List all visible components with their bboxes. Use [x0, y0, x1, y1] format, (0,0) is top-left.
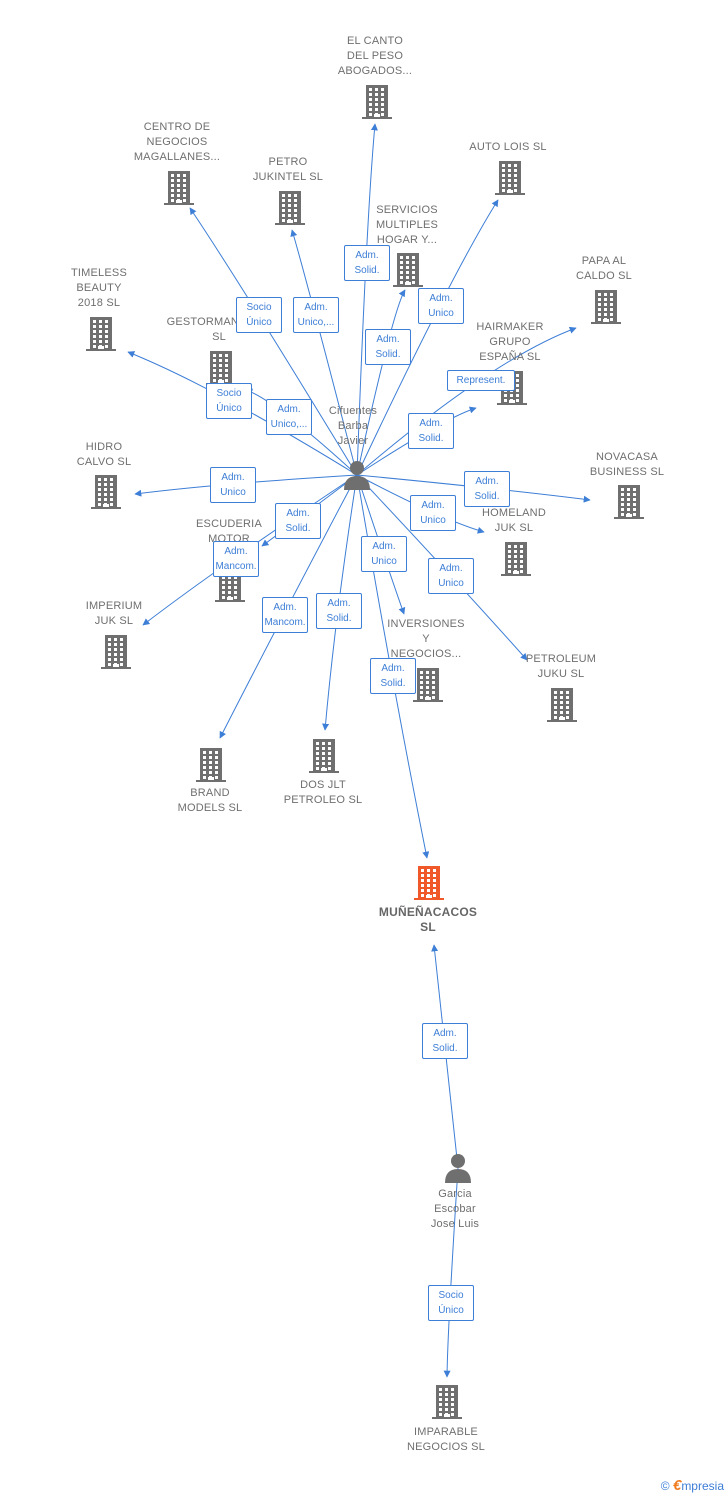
relation-badge[interactable]: Adm. Solid. [370, 658, 416, 694]
building-icon[interactable] [547, 688, 577, 727]
company-label[interactable]: IMPERIUM JUK SL [85, 600, 143, 627]
relation-badge[interactable]: Adm. Mancom. [262, 597, 308, 633]
building-icon[interactable] [591, 290, 621, 329]
building-icon[interactable] [432, 1385, 462, 1424]
building-icon[interactable] [196, 748, 226, 787]
relation-badge[interactable]: Socio Único [428, 1285, 474, 1321]
relation-badge[interactable]: Adm. Unico [410, 495, 456, 531]
company-label[interactable]: TIMELESS BEAUTY 2018 SL [70, 267, 127, 309]
person-label[interactable]: Cifuentes Barba Javier [328, 405, 378, 447]
person-icon[interactable] [443, 1153, 473, 1188]
copyright-symbol: © [660, 1479, 670, 1493]
person-label[interactable]: Garcia Escobar Jose Luis [430, 1188, 480, 1230]
relation-badge[interactable]: Represent. [447, 370, 515, 391]
company-label[interactable]: DOS JLT PETROLEO SL [283, 779, 363, 806]
company-label[interactable]: EL CANTO DEL PESO ABOGADOS... [337, 35, 413, 77]
relation-badge[interactable]: Adm. Unico [418, 288, 464, 324]
relation-badge[interactable]: Adm. Solid. [344, 245, 390, 281]
building-icon[interactable] [86, 317, 116, 356]
relation-badge[interactable]: Adm. Solid. [316, 593, 362, 629]
relation-badge[interactable]: Adm. Solid. [464, 471, 510, 507]
building-icon[interactable] [501, 542, 531, 581]
brand-initial: € [672, 1477, 682, 1494]
relation-badge[interactable]: Socio Único [236, 297, 282, 333]
relation-badge[interactable]: Adm. Mancom. [213, 541, 259, 577]
building-icon[interactable] [275, 191, 305, 230]
relation-badge[interactable]: Socio Único [206, 383, 252, 419]
company-label[interactable]: INVERSIONES Y NEGOCIOS... [387, 618, 465, 660]
company-label[interactable]: HIDRO CALVO SL [76, 441, 132, 468]
building-icon[interactable] [614, 485, 644, 524]
building-icon[interactable] [362, 85, 392, 124]
building-icon[interactable] [91, 475, 121, 514]
company-label[interactable]: PETRO JUKINTEL SL [252, 156, 324, 183]
relation-badge[interactable]: Adm. Solid. [365, 329, 411, 365]
building-icon[interactable] [413, 668, 443, 707]
building-icon[interactable] [164, 171, 194, 210]
company-label[interactable]: AUTO LOIS SL [469, 141, 547, 153]
building-icon[interactable] [393, 253, 423, 292]
company-label[interactable]: IMPARABLE NEGOCIOS SL [407, 1426, 485, 1453]
company-label[interactable]: CENTRO DE NEGOCIOS MAGALLANES... [133, 121, 221, 163]
company-label[interactable]: MUÑEÑACACOS SL [378, 905, 478, 934]
relation-badge[interactable]: Adm. Unico,... [293, 297, 339, 333]
relation-badge[interactable]: Adm. Unico [428, 558, 474, 594]
building-icon[interactable] [414, 866, 444, 905]
company-label[interactable]: SERVICIOS MULTIPLES HOGAR Y... [375, 204, 439, 246]
relation-badge[interactable]: Adm. Solid. [275, 503, 321, 539]
relation-badge[interactable]: Adm. Solid. [408, 413, 454, 449]
relation-badge[interactable]: Adm. Unico [210, 467, 256, 503]
building-icon[interactable] [101, 635, 131, 674]
building-icon[interactable] [495, 161, 525, 200]
brand-name: mpresia [681, 1479, 724, 1493]
building-icon[interactable] [309, 739, 339, 778]
company-label[interactable]: PETROLEUM JUKU SL [525, 653, 597, 680]
relation-badge[interactable]: Adm. Unico,... [266, 399, 312, 435]
company-label[interactable]: HOMELAND JUK SL [482, 507, 546, 534]
relation-badge[interactable]: Adm. Unico [361, 536, 407, 572]
relation-badge[interactable]: Adm. Solid. [422, 1023, 468, 1059]
company-label[interactable]: HAIRMAKER GRUPO ESPAÑA SL [476, 321, 544, 363]
person-icon[interactable] [342, 460, 372, 495]
company-label[interactable]: BRAND MODELS SL [177, 787, 243, 814]
company-label[interactable]: NOVACASA BUSINESS SL [589, 451, 665, 478]
company-label[interactable]: PAPA AL CALDO SL [575, 255, 632, 282]
empresia-logo[interactable]: © €mpresia [661, 1477, 724, 1494]
